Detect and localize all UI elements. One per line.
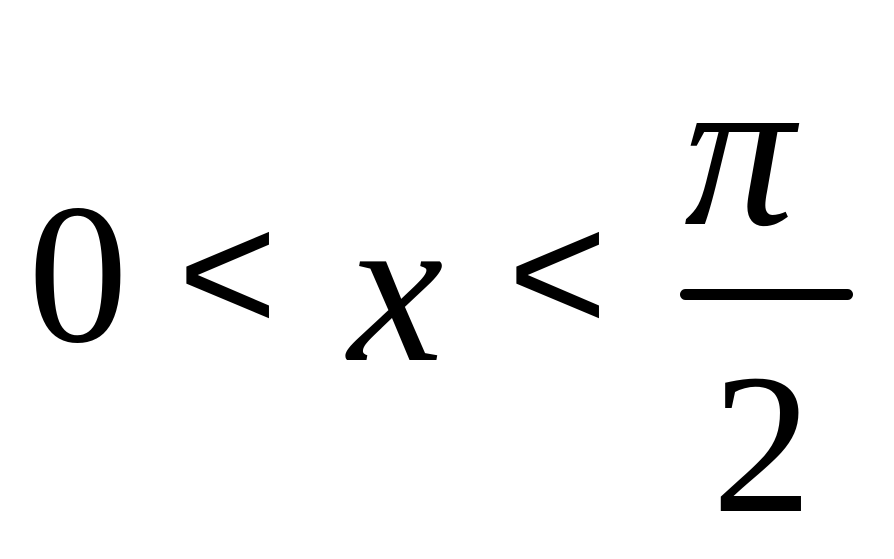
fraction-bar bbox=[680, 289, 853, 300]
less-than-symbol-second: < bbox=[508, 178, 608, 368]
fraction-denominator-two: 2 bbox=[712, 334, 812, 555]
variable-x: x bbox=[348, 168, 444, 407]
fraction-numerator-pi: π bbox=[684, 28, 795, 272]
less-than-symbol-first: < bbox=[178, 178, 278, 368]
left-bound-zero: 0 bbox=[28, 164, 128, 385]
